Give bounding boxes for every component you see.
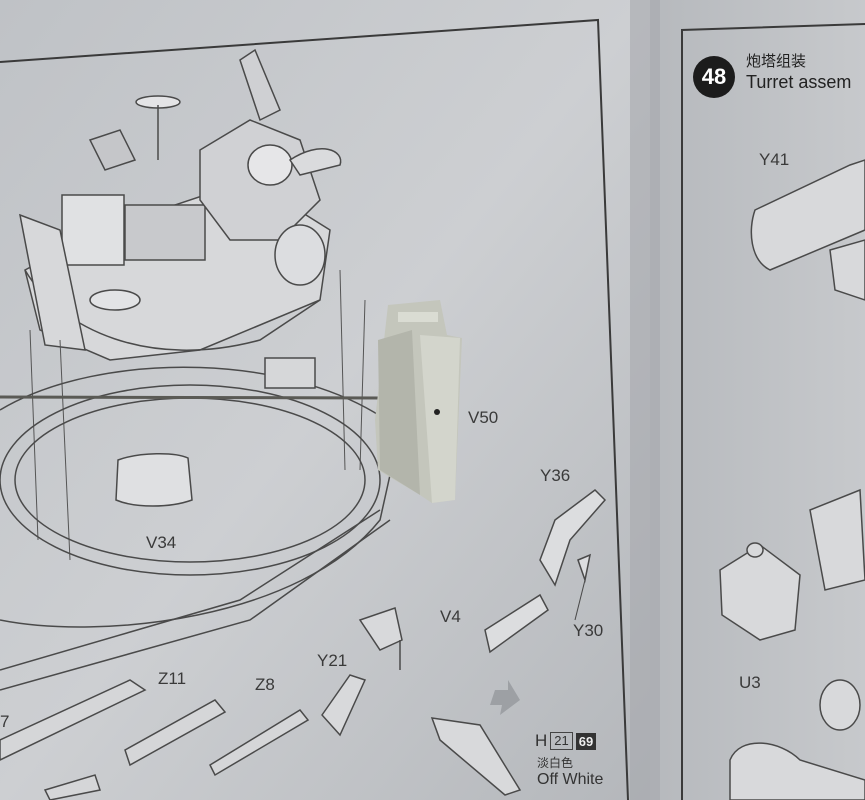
right-page-frame: [681, 23, 865, 800]
rail-parts-drawing: [0, 679, 310, 800]
step-title-en: Turret assem: [746, 72, 852, 92]
right-page-parts-drawing: [719, 159, 865, 800]
part-label-y21: Y21: [317, 651, 348, 670]
holding-wire: [0, 395, 386, 400]
part-label-v4: V4: [440, 607, 461, 626]
v34-part-drawing: [115, 452, 193, 507]
assembly-guide-lines: [29, 269, 366, 561]
part-label-y36: Y36: [540, 466, 571, 485]
part-label-seven: 7: [0, 712, 10, 731]
small-parts-drawing: [321, 607, 522, 796]
paint-code-letter: H: [535, 731, 548, 750]
step-title-cn: 炮塔组装: [746, 52, 807, 70]
part-label-z11: Z11: [158, 669, 187, 688]
page-fold-shadow: [630, 0, 660, 800]
left-page: [0, 0, 650, 800]
paint-code-box: 21: [550, 732, 573, 750]
part-label-y30: Y30: [573, 621, 604, 640]
step-number-badge: 48: [693, 56, 735, 98]
paint-name-cn: 淡白色: [537, 756, 574, 770]
paint-name-en: Off White: [537, 771, 604, 788]
direction-arrow-icon: [490, 680, 520, 715]
left-page-frame: [0, 18, 629, 800]
part-label-v50: V50: [468, 408, 499, 427]
paint-code: H 21 69: [535, 731, 597, 751]
part-label-u3: U3: [739, 673, 761, 692]
turret-assembly-drawing: [19, 48, 342, 361]
part-label-z8: Z8: [255, 675, 275, 694]
y36-parts-drawing: [484, 489, 607, 654]
part-label-y41: Y41: [759, 150, 790, 169]
paint-code-dark: 69: [575, 732, 597, 750]
part-label-v34: V34: [146, 533, 177, 552]
right-page: [650, 0, 865, 800]
v50-plastic-part: [375, 300, 462, 503]
